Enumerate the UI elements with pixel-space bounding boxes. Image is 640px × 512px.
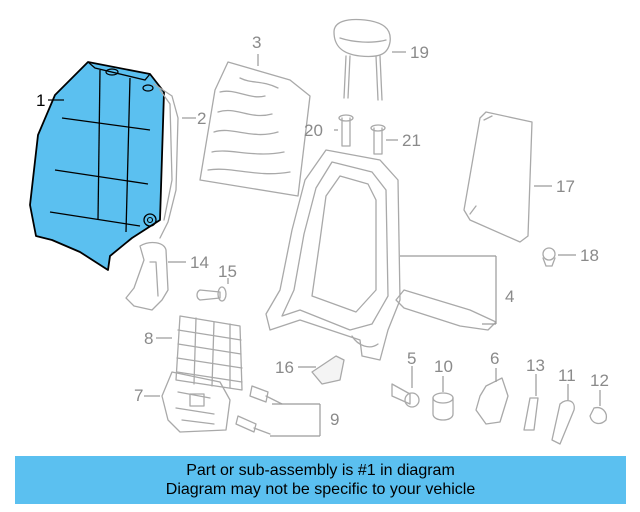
clip-part-13 [523, 397, 539, 431]
headrest-guide-part-20 [338, 114, 354, 147]
callout-15[interactable]: 15 [218, 262, 237, 281]
banner-line-1: Part or sub-assembly is #1 in diagram [186, 462, 455, 479]
callout-12[interactable]: 12 [590, 371, 609, 390]
knob-part-10 [432, 392, 454, 421]
callout-21[interactable]: 21 [402, 131, 421, 150]
callout-11[interactable]: 11 [558, 366, 576, 385]
callout-17[interactable]: 17 [556, 177, 575, 196]
bolt-part-5 [391, 383, 420, 408]
headrest-part-19 [333, 18, 391, 101]
lumbar-assembly-part-7 [161, 371, 231, 433]
callout-20[interactable]: 20 [304, 121, 323, 140]
callout-4[interactable]: 4 [505, 287, 514, 306]
callout-6[interactable]: 6 [490, 349, 499, 368]
callout-8[interactable]: 8 [144, 329, 153, 348]
leader-lines [48, 51, 601, 437]
seat-back-frame-part-2 [153, 83, 179, 239]
callout-19[interactable]: 19 [410, 43, 429, 62]
cap-part-12 [589, 406, 608, 425]
callout-1[interactable]: 1 [36, 91, 45, 110]
seat-back-frame-edge [159, 89, 173, 221]
cable-part-9 [235, 385, 283, 435]
callout-3[interactable]: 3 [252, 33, 261, 52]
banner-line-2: Diagram may not be specific to your vehi… [165, 481, 476, 498]
clip-part-18 [542, 247, 556, 267]
recliner-part-6 [475, 377, 509, 425]
lumbar-grid-part-8 [175, 315, 243, 391]
lever-part-11 [551, 399, 575, 445]
callout-14[interactable]: 14 [190, 253, 209, 272]
callout-16[interactable]: 16 [275, 358, 294, 377]
seat-back-frame-part-4 [265, 149, 497, 361]
push-pin-part-15 [196, 286, 227, 302]
callout-13[interactable]: 13 [526, 356, 545, 375]
seat-back-pad-part-3 [199, 61, 311, 197]
callout-10[interactable]: 10 [434, 357, 453, 376]
info-banner: Part or sub-assembly is #1 in diagram Di… [15, 456, 626, 504]
trim-cap-part-16 [311, 355, 345, 385]
seat-back-cover-part-1[interactable] [29, 61, 165, 271]
callout-9[interactable]: 9 [330, 410, 339, 429]
back-panel-part-17 [463, 111, 533, 243]
callout-18[interactable]: 18 [580, 246, 599, 265]
callout-5[interactable]: 5 [407, 349, 416, 368]
callout-2[interactable]: 2 [197, 109, 206, 128]
headrest-guide-part-21 [370, 124, 386, 155]
bracket-part-14 [125, 241, 169, 311]
callout-7[interactable]: 7 [134, 386, 143, 405]
parts-diagram: 1 2 3 4 5 6 7 8 9 10 11 12 13 14 15 16 1… [29, 18, 609, 445]
